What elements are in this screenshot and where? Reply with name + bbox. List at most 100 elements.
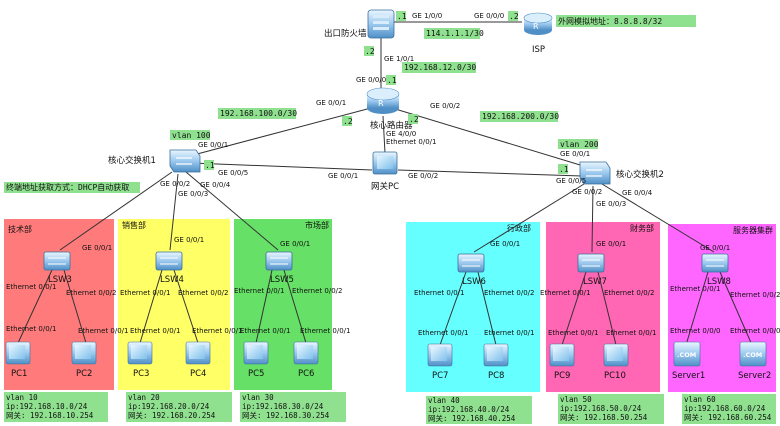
core-switch2-label: 核心交换机2	[616, 169, 664, 180]
lsw5-icon[interactable]	[265, 251, 293, 271]
lsw3-label: LSW3	[48, 275, 72, 285]
pc6-icon[interactable]	[293, 341, 319, 365]
link-sw2-lsw8	[601, 183, 715, 253]
port-pc3-e1: Ethernet 0/0/1	[130, 327, 180, 335]
router-sw2-subnet: 192.168.200.0/30	[482, 112, 559, 121]
port-lsw8-ge001: GE 0/0/1	[700, 244, 730, 252]
vlan200-tag: vlan 200	[560, 140, 599, 149]
pc2-icon[interactable]	[71, 341, 97, 365]
vlan30-id: vlan 30	[242, 393, 274, 402]
port-lsw4-e2: Ethernet 0/0/2	[178, 289, 228, 297]
port-pc10-e1: Ethernet 0/0/1	[606, 329, 656, 337]
core-switch2-icon[interactable]	[579, 161, 611, 185]
pc5-label: PC5	[248, 369, 264, 379]
vlan20-id: vlan 20	[128, 393, 160, 402]
port-lsw6-ge001: GE 0/0/1	[490, 240, 520, 248]
firewall-label: 出口防火墙	[324, 28, 367, 39]
firewall-icon[interactable]	[367, 9, 395, 39]
core-switch1-icon[interactable]	[169, 149, 201, 173]
server2-com-text: .COM	[743, 351, 762, 359]
gateway-pc-icon[interactable]	[372, 151, 398, 175]
pc8-label: PC8	[488, 371, 504, 381]
port-server1-e0: Ethernet 0/0/0	[670, 327, 720, 335]
dot-router-sw2: .2	[409, 115, 419, 124]
lsw6-icon[interactable]	[457, 253, 485, 273]
core-switch1-label: 核心交换机1	[108, 155, 156, 166]
server2-icon[interactable]: .COM	[739, 341, 767, 367]
lsw3-icon[interactable]	[43, 251, 71, 271]
lsw5-label: LSW5	[270, 275, 294, 285]
link-lsw3-pc1	[17, 269, 53, 344]
pc9-icon[interactable]	[549, 343, 575, 367]
port-lsw5-ge001: GE 0/0/1	[280, 240, 310, 248]
port-pc1-e1: Ethernet 0/0/1	[6, 325, 56, 333]
port-fw-ge101: GE 1/0/1	[384, 55, 414, 63]
link-lsw3-pc2	[63, 269, 87, 344]
pc10-icon[interactable]	[603, 343, 629, 367]
link-lsw6-pc8	[477, 271, 497, 346]
port-pc9-e1: Ethernet 0/0/1	[548, 329, 598, 337]
port-lsw3-e1: Ethernet 0/0/1	[6, 283, 56, 291]
lsw7-label: LSW7	[583, 277, 607, 287]
port-fw-ge100: GE 1/0/0	[412, 12, 442, 20]
pc7-icon[interactable]	[427, 343, 453, 367]
server1-com-text: .COM	[677, 351, 696, 359]
vlan50-ip: ip:192.168.50.0/24	[560, 404, 642, 413]
port-gwpc-left: GE 0/0/1	[328, 172, 358, 180]
port-pc4-e1: Ethernet 0/0/1	[192, 327, 242, 335]
pc5-icon[interactable]	[243, 341, 269, 365]
link-sw1-lsw3	[59, 171, 173, 251]
port-lsw4-e1: Ethernet 0/0/1	[120, 289, 170, 297]
port-sw2-ge004: GE 0/0/4	[622, 189, 653, 197]
port-gwpc-right: GE 0/0/2	[408, 172, 438, 180]
port-pc7-e1: Ethernet 0/0/1	[418, 329, 468, 337]
server1-icon[interactable]: .COM	[673, 341, 701, 367]
port-lsw3-ge001: GE 0/0/1	[82, 244, 112, 252]
pc2-label: PC2	[76, 369, 92, 379]
port-pc6-e1: Ethernet 0/0/1	[300, 327, 350, 335]
lsw4-icon[interactable]	[155, 251, 183, 271]
pc8-icon[interactable]	[483, 343, 509, 367]
pc3-icon[interactable]	[127, 341, 153, 365]
dot-fw-down: .2	[365, 47, 375, 56]
port-pc8-e1: Ethernet 0/0/1	[484, 329, 534, 337]
port-lsw6-e2: Ethernet 0/0/2	[484, 289, 534, 297]
link-sw1-gwpc	[191, 162, 373, 171]
port-lsw4-ge001: GE 0/0/1	[174, 236, 204, 244]
dot-isp: .2	[509, 12, 519, 21]
port-lsw8-e1: Ethernet 0/0/1	[670, 285, 720, 293]
link-lsw7-pc9	[561, 271, 587, 346]
fw-isp-subnet: 114.1.1.1/30	[426, 29, 484, 38]
port-r-eth001: Ethernet 0/0/1	[386, 138, 436, 146]
vlan40-gw: 网关: 192.168.40.254	[428, 413, 516, 423]
zone-sales	[118, 219, 230, 390]
lsw8-label: LSW8	[707, 277, 731, 287]
vlan50-gw: 网关: 192.168.50.254	[560, 412, 648, 422]
pc4-icon[interactable]	[185, 341, 211, 365]
zone-label-tech: 技术部	[8, 224, 32, 234]
lsw4-label: LSW4	[160, 275, 184, 285]
vlan-box-finance: vlan 50 ip:192.168.50.0/24 网关: 192.168.5…	[560, 395, 648, 422]
link-lsw6-pc7	[439, 271, 467, 346]
pc6-label: PC6	[298, 369, 314, 379]
vlan10-ip: ip:192.168.10.0/24	[6, 402, 88, 411]
gateway-pc-label: 网关PC	[371, 181, 399, 192]
lsw7-icon[interactable]	[577, 253, 605, 273]
vlan-box-tech: vlan 10 ip:192.168.10.0/24 网关: 192.168.1…	[6, 393, 94, 420]
vlan10-gw: 网关: 192.168.10.254	[6, 410, 94, 420]
pc9-label: PC9	[554, 371, 570, 381]
port-lsw7-ge001: GE 0/0/1	[596, 240, 626, 248]
isp-router-icon[interactable]: R	[523, 12, 553, 35]
pc1-icon[interactable]	[5, 341, 31, 365]
link-lsw5-pc6	[283, 269, 307, 344]
note-backgrounds	[4, 11, 696, 193]
core-router-icon[interactable]: R	[366, 87, 400, 114]
port-r-ge400: GE 4/0/0	[386, 130, 416, 138]
dot-router-up: .1	[387, 76, 397, 85]
link-sw1-lsw5	[185, 171, 279, 251]
lsw6-label: LSW6	[462, 277, 486, 287]
port-sw1-ge002: GE 0/0/2	[160, 180, 190, 188]
vlan100-tag: vlan 100	[172, 131, 211, 140]
lsw8-icon[interactable]	[701, 253, 729, 273]
